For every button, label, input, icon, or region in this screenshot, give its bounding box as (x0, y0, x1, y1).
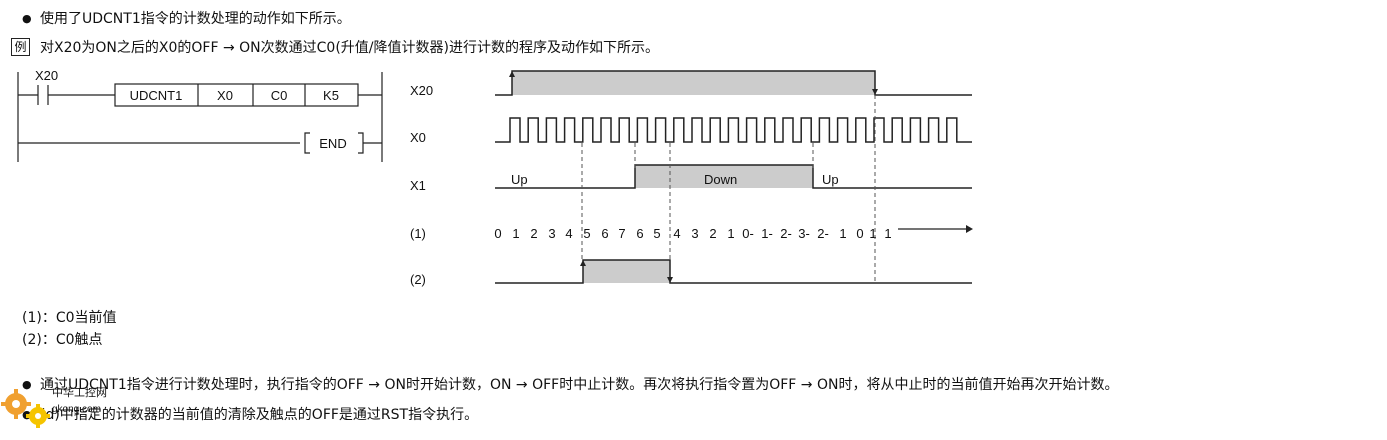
signal-label-current: (1) (410, 226, 426, 241)
count-value: 5 (583, 226, 590, 241)
x1-down-label: Down (704, 172, 737, 187)
gear-icon (26, 404, 50, 428)
count-value: 1- (761, 226, 773, 241)
instruction-operand-x0: X0 (217, 88, 233, 103)
count-value: 2 (530, 226, 537, 241)
count-value: 0 (494, 226, 501, 241)
count-value: 5 (653, 226, 660, 241)
x20-waveform (495, 70, 972, 96)
gkong-watermark-logo: 中华工控网 gkong.com (1, 385, 107, 428)
count-value: 2 (709, 226, 716, 241)
guide-lines (581, 95, 876, 282)
bullet-icon: ● (22, 378, 32, 391)
count-value: 6 (601, 226, 608, 241)
instruction-operand-k5: K5 (323, 88, 339, 103)
count-arrow (898, 225, 973, 233)
end-label: END (319, 136, 346, 151)
note-1: 通过UDCNT1指令进行计数处理时，执行指令的OFF → ON时开始计数，ON … (40, 377, 1119, 393)
note-2: (d)中指定的计数器的当前值的清除及触点的OFF是通过RST指令执行。 (40, 407, 479, 423)
signal-label-contact: (2) (410, 272, 426, 287)
count-value: 7 (618, 226, 625, 241)
count-value: 3- (798, 226, 810, 241)
count-value: 2- (780, 226, 792, 241)
x0-waveform (495, 117, 972, 143)
count-value: 1 (727, 226, 734, 241)
count-value: 6 (636, 226, 643, 241)
count-value: 1 (869, 226, 876, 241)
count-value: 1 (884, 226, 891, 241)
signal-label-x0: X0 (410, 130, 426, 145)
contact-label: X20 (35, 68, 58, 83)
count-value: 3 (691, 226, 698, 241)
watermark-domain: gkong.com (52, 404, 101, 415)
x1-waveform (495, 164, 972, 189)
legend-item-2: (2)：C0触点 (22, 332, 103, 348)
signal-label-x1: X1 (410, 178, 426, 193)
count-value: 4 (565, 226, 572, 241)
x1-up-label-1: Up (511, 172, 528, 187)
count-value: 1 (839, 226, 846, 241)
contact-waveform (495, 259, 972, 284)
count-value: 4 (673, 226, 680, 241)
count-value: 0 (856, 226, 863, 241)
gear-icon (1, 389, 31, 419)
count-value: 3 (548, 226, 555, 241)
count-value: 0- (742, 226, 754, 241)
instruction-operand-c0: C0 (271, 88, 288, 103)
intro-line: 使用了UDCNT1指令的计数处理的动作如下所示。 (40, 11, 351, 27)
watermark-title: 中华工控网 (52, 385, 107, 399)
bullet-icon: ● (22, 12, 32, 25)
instruction-name: UDCNT1 (130, 88, 183, 103)
example-text: 对X20为ON之后的X0的OFF → ON次数通过C0(升值/降值计数器)进行计… (40, 40, 659, 56)
example-badge: 例 (11, 38, 30, 56)
signal-label-x20: X20 (410, 83, 433, 98)
ladder-diagram (17, 72, 383, 162)
x1-up-label-2: Up (822, 172, 839, 187)
count-value: 1 (512, 226, 519, 241)
legend-item-1: (1)：C0当前值 (22, 310, 117, 326)
count-value: 2- (817, 226, 829, 241)
